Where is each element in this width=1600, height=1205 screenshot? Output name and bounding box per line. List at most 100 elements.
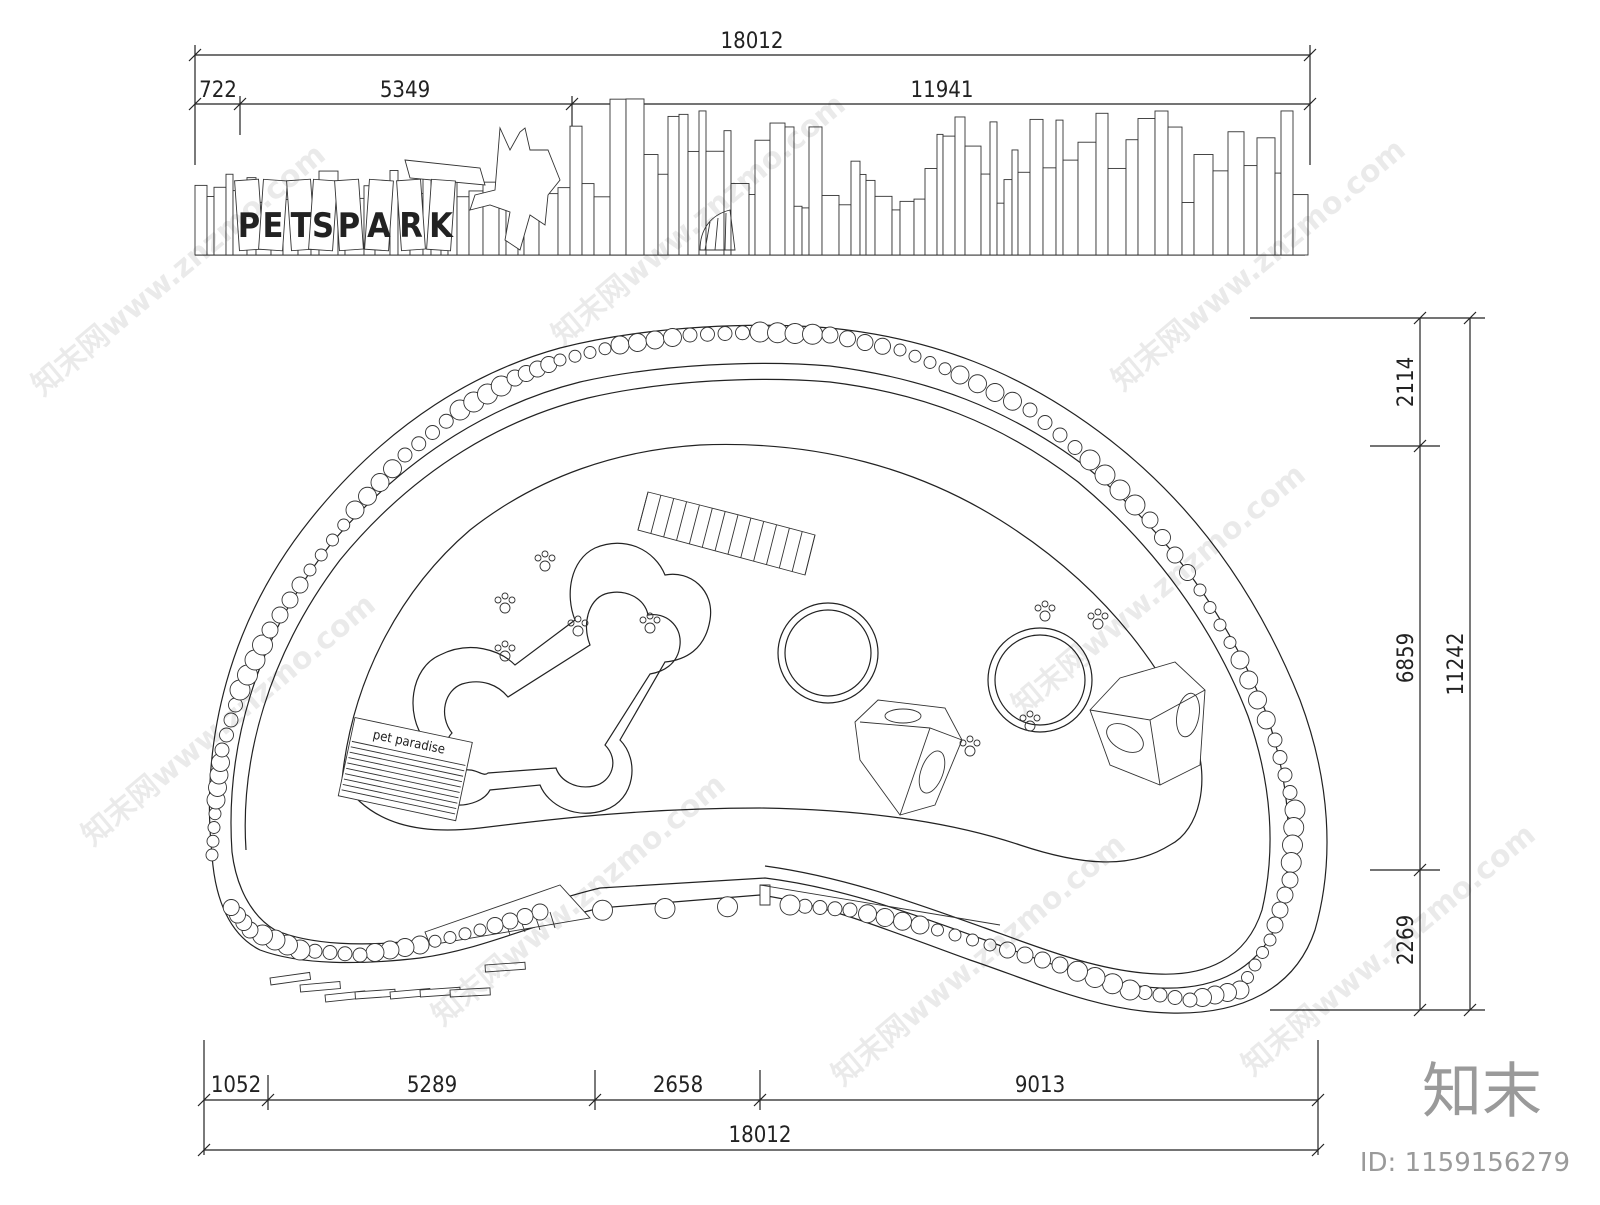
dim-seg-a-top: 722: [199, 78, 237, 103]
play-cube-1: [854, 699, 963, 816]
dim-seg-b-right: 6859: [1394, 633, 1419, 683]
shrub: [767, 322, 788, 344]
shrub: [443, 931, 457, 944]
shrub: [1154, 529, 1171, 546]
skyline-block: [1212, 170, 1229, 256]
shrub: [1256, 946, 1269, 959]
shrub: [1193, 583, 1207, 597]
play-cube-2: [1089, 661, 1206, 786]
shrub: [219, 727, 234, 743]
shrub: [326, 533, 339, 547]
shrub: [1022, 402, 1038, 418]
shrub: [923, 356, 937, 369]
sign-board: [404, 159, 486, 186]
shrub: [411, 436, 427, 452]
shrub: [893, 343, 907, 357]
shrub: [207, 821, 221, 834]
shrub: [645, 330, 665, 350]
skyline-block: [793, 205, 803, 256]
sign-letter: T: [291, 206, 312, 246]
skyline-block: [989, 121, 998, 256]
shrub: [856, 334, 874, 351]
shrub: [628, 333, 647, 352]
shrub: [1267, 732, 1283, 748]
shrub: [205, 848, 219, 862]
shrub: [682, 327, 698, 343]
skyline-block: [838, 204, 852, 256]
plan-dimensions-right: 2114 6859 2269 11242: [1250, 311, 1485, 1017]
shrub: [322, 945, 338, 960]
shrub: [1102, 973, 1123, 995]
shrub: [206, 834, 220, 848]
sign-letter: A: [367, 206, 391, 246]
skyline-block: [1292, 194, 1309, 256]
skyline-block: [1042, 167, 1057, 256]
shrub: [1167, 990, 1183, 1005]
shrub: [610, 335, 630, 355]
shrub: [1067, 440, 1083, 455]
plan-dimensions-bottom: 1052 5289 2658 9013 18012: [197, 1040, 1325, 1157]
shrub: [1213, 618, 1227, 632]
shrub: [345, 500, 365, 520]
skyline-block: [1107, 167, 1127, 256]
shrub: [486, 917, 504, 934]
skyline-block: [821, 194, 840, 256]
paw-print: [1019, 710, 1041, 732]
dim-seg-a-bottom: 1052: [211, 1073, 261, 1098]
dim-seg-c-top: 11941: [911, 78, 974, 103]
shrub: [749, 321, 771, 343]
skyline-block: [1193, 154, 1214, 256]
shrub: [1003, 391, 1022, 411]
paw-print: [494, 592, 516, 614]
shrub: [1051, 956, 1069, 974]
shrub: [1016, 946, 1034, 964]
skyline-block: [1167, 126, 1183, 256]
shrub: [784, 323, 806, 344]
paw-print: [567, 615, 589, 637]
dim-seg-a-right: 2114: [1394, 357, 1419, 407]
paw-prints: [494, 550, 1109, 757]
shrub: [1281, 871, 1299, 889]
dim-overall-right: 11242: [1444, 633, 1469, 696]
shrub: [1277, 767, 1293, 783]
shrub: [802, 323, 823, 345]
skyline-block: [924, 168, 938, 256]
sign-letter: S: [312, 206, 334, 246]
skyline-block: [891, 209, 901, 256]
shrub: [428, 934, 442, 948]
shrub: [1034, 951, 1051, 969]
shrub: [358, 486, 377, 506]
shrub: [1272, 750, 1288, 765]
shrub: [858, 904, 877, 924]
shrub: [985, 383, 1005, 402]
stepping-stone: [484, 961, 526, 973]
shrub: [1119, 979, 1141, 1001]
shrub: [950, 365, 970, 385]
shrub: [1203, 601, 1217, 614]
shrub: [1067, 960, 1088, 982]
sign-letter: K: [429, 206, 454, 246]
skyline-block: [996, 202, 1005, 256]
play-ring-2: [987, 627, 1093, 733]
shrub-circles: [205, 321, 1306, 1008]
dim-seg-c-right: 2269: [1394, 915, 1419, 965]
skyline-block: [1181, 202, 1195, 256]
skyline-block: [1017, 171, 1031, 256]
stepping-stones: [269, 961, 526, 1003]
skyline-block: [569, 125, 583, 256]
shrub: [1052, 427, 1068, 443]
sign-letter-block: [364, 178, 394, 252]
shrub: [663, 328, 682, 347]
skyline-block: [456, 196, 470, 256]
skyline-block: [593, 196, 611, 256]
shrub: [271, 606, 289, 624]
stepping-stone: [299, 981, 341, 993]
sign-letter-block: [334, 178, 364, 252]
shrub: [458, 927, 472, 941]
shrub: [553, 353, 567, 367]
skyline-block: [1137, 118, 1156, 256]
shrub: [839, 330, 856, 348]
